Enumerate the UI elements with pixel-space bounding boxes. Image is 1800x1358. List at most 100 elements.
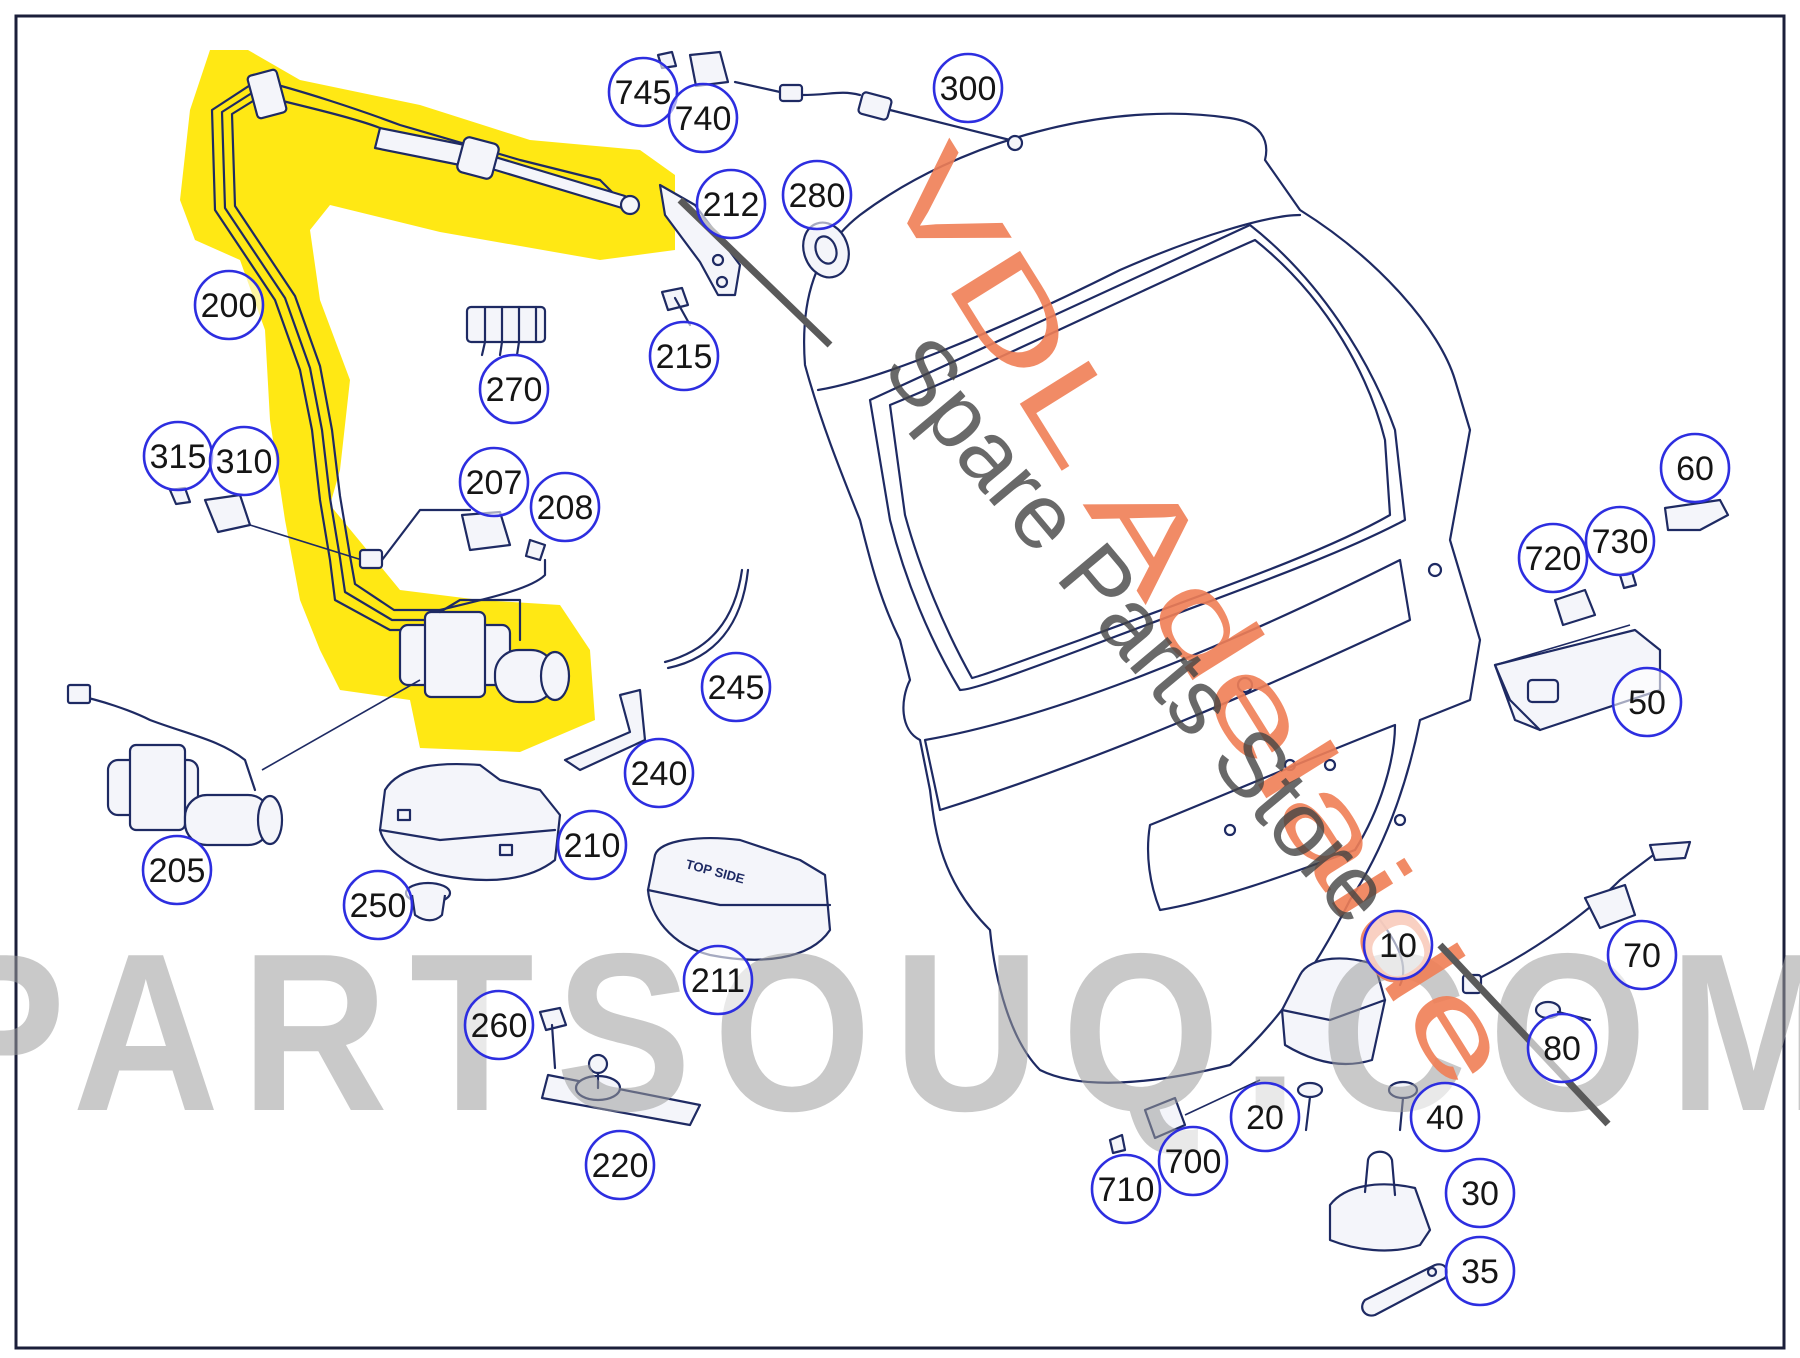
callout-212: 212	[695, 168, 767, 240]
callout-710: 710	[1090, 1153, 1162, 1225]
callout-number: 720	[1525, 540, 1582, 578]
callout-number: 300	[940, 70, 997, 108]
part-60	[1663, 498, 1730, 532]
callout-number: 212	[703, 186, 760, 224]
callout-310: 310	[208, 425, 280, 497]
callout-ring	[208, 425, 280, 497]
callout-number: 80	[1543, 1030, 1581, 1068]
callout-240: 240	[623, 737, 695, 809]
callout-20: 20	[1229, 1081, 1301, 1153]
callout-number: 250	[350, 887, 407, 925]
callout-30: 30	[1444, 1157, 1516, 1229]
callout-ring	[529, 471, 601, 543]
callout-ring	[695, 168, 767, 240]
callout-280: 280	[781, 159, 853, 231]
callout-740: 740	[667, 82, 739, 154]
callout-205: 205	[141, 834, 213, 906]
callout-ring	[141, 834, 213, 906]
seal-245	[663, 568, 750, 670]
callout-245: 245	[700, 651, 772, 723]
callout-ring	[932, 52, 1004, 124]
callout-number: 215	[656, 338, 713, 376]
screw-40	[1387, 1080, 1419, 1132]
callout-250: 250	[342, 869, 414, 941]
callout-ring	[193, 269, 265, 341]
callout-50: 50	[1611, 666, 1683, 738]
connector-310-315	[168, 486, 472, 570]
callout-ring	[1157, 1125, 1229, 1197]
callout-ring	[667, 82, 739, 154]
diagram-frame	[14, 14, 1786, 1350]
callout-ring	[463, 989, 535, 1061]
hydraulic-strut	[373, 126, 641, 216]
callout-ring	[607, 56, 679, 128]
callout-210: 210	[556, 809, 628, 881]
bolt-260	[538, 1006, 568, 1070]
callout-ring	[1606, 919, 1678, 991]
clip-720	[1553, 588, 1597, 627]
callout-number: 208	[537, 489, 594, 527]
callout-60: 60	[1659, 432, 1731, 504]
callout-ring	[1526, 1012, 1598, 1084]
callout-number: 270	[486, 371, 543, 409]
highlight-hydraulic-assembly	[180, 50, 675, 752]
callout-ring	[1584, 505, 1656, 577]
callout-ring	[682, 944, 754, 1016]
callout-number: 745	[615, 74, 672, 112]
callout-ring	[458, 446, 530, 518]
callout-35: 35	[1444, 1235, 1516, 1307]
callout-number: 245	[708, 669, 765, 707]
foam-block-211: TOP SIDE	[646, 837, 832, 961]
callout-number: 30	[1461, 1175, 1499, 1213]
callout-number: 210	[564, 827, 621, 865]
callout-number: 710	[1098, 1171, 1155, 1209]
callout-300: 300	[932, 52, 1004, 124]
callout-40: 40	[1409, 1081, 1481, 1153]
callout-ring	[700, 651, 772, 723]
latch-30	[1328, 1150, 1432, 1252]
connector-block-270	[465, 305, 547, 357]
callout-number: 40	[1426, 1099, 1464, 1137]
callout-number: 35	[1461, 1253, 1499, 1291]
gas-strut-300	[733, 80, 1024, 152]
callout-220: 220	[584, 1129, 656, 1201]
watermark-rule-bottom	[1437, 942, 1611, 1127]
plug-250	[404, 881, 452, 922]
callout-ring	[1659, 432, 1731, 504]
bolt-215	[660, 286, 692, 327]
bracket-240	[563, 688, 647, 772]
callout-ring	[1090, 1153, 1162, 1225]
callout-ring	[1229, 1081, 1301, 1153]
callout-270: 270	[478, 353, 550, 425]
pump-205	[66, 679, 421, 847]
lock-actuator-10	[1280, 957, 1387, 1066]
callout-ring	[1444, 1235, 1516, 1307]
callout-number: 60	[1676, 450, 1714, 488]
callout-ring	[584, 1129, 656, 1201]
callout-number: 310	[216, 443, 273, 481]
tailgate-panel	[803, 112, 1482, 1084]
callout-number: 730	[1592, 523, 1649, 561]
callout-200: 200	[193, 269, 265, 341]
callout-ring	[648, 320, 720, 392]
callout-number: 50	[1628, 684, 1666, 722]
callout-ring	[1517, 522, 1589, 594]
clip-207-208	[460, 510, 547, 562]
callout-number: 207	[466, 464, 523, 502]
callout-80: 80	[1526, 1012, 1598, 1084]
callout-number: 740	[675, 100, 732, 138]
watermark-partsouq: PARTSOUQ.COM	[0, 906, 1800, 1158]
callout-730: 730	[1584, 505, 1656, 577]
watermark-partsouq-text: PARTSOUQ.COM	[0, 906, 1800, 1158]
callout-number: 260	[471, 1007, 528, 1045]
callout-ring	[781, 159, 853, 231]
callout-700: 700	[1157, 1125, 1229, 1197]
callout-number: 200	[201, 287, 258, 325]
callout-ring	[1611, 666, 1683, 738]
callout-ring	[1409, 1081, 1481, 1153]
callout-number: 211	[691, 962, 745, 1000]
callout-ring	[1362, 909, 1434, 981]
callout-number: 280	[789, 177, 846, 215]
